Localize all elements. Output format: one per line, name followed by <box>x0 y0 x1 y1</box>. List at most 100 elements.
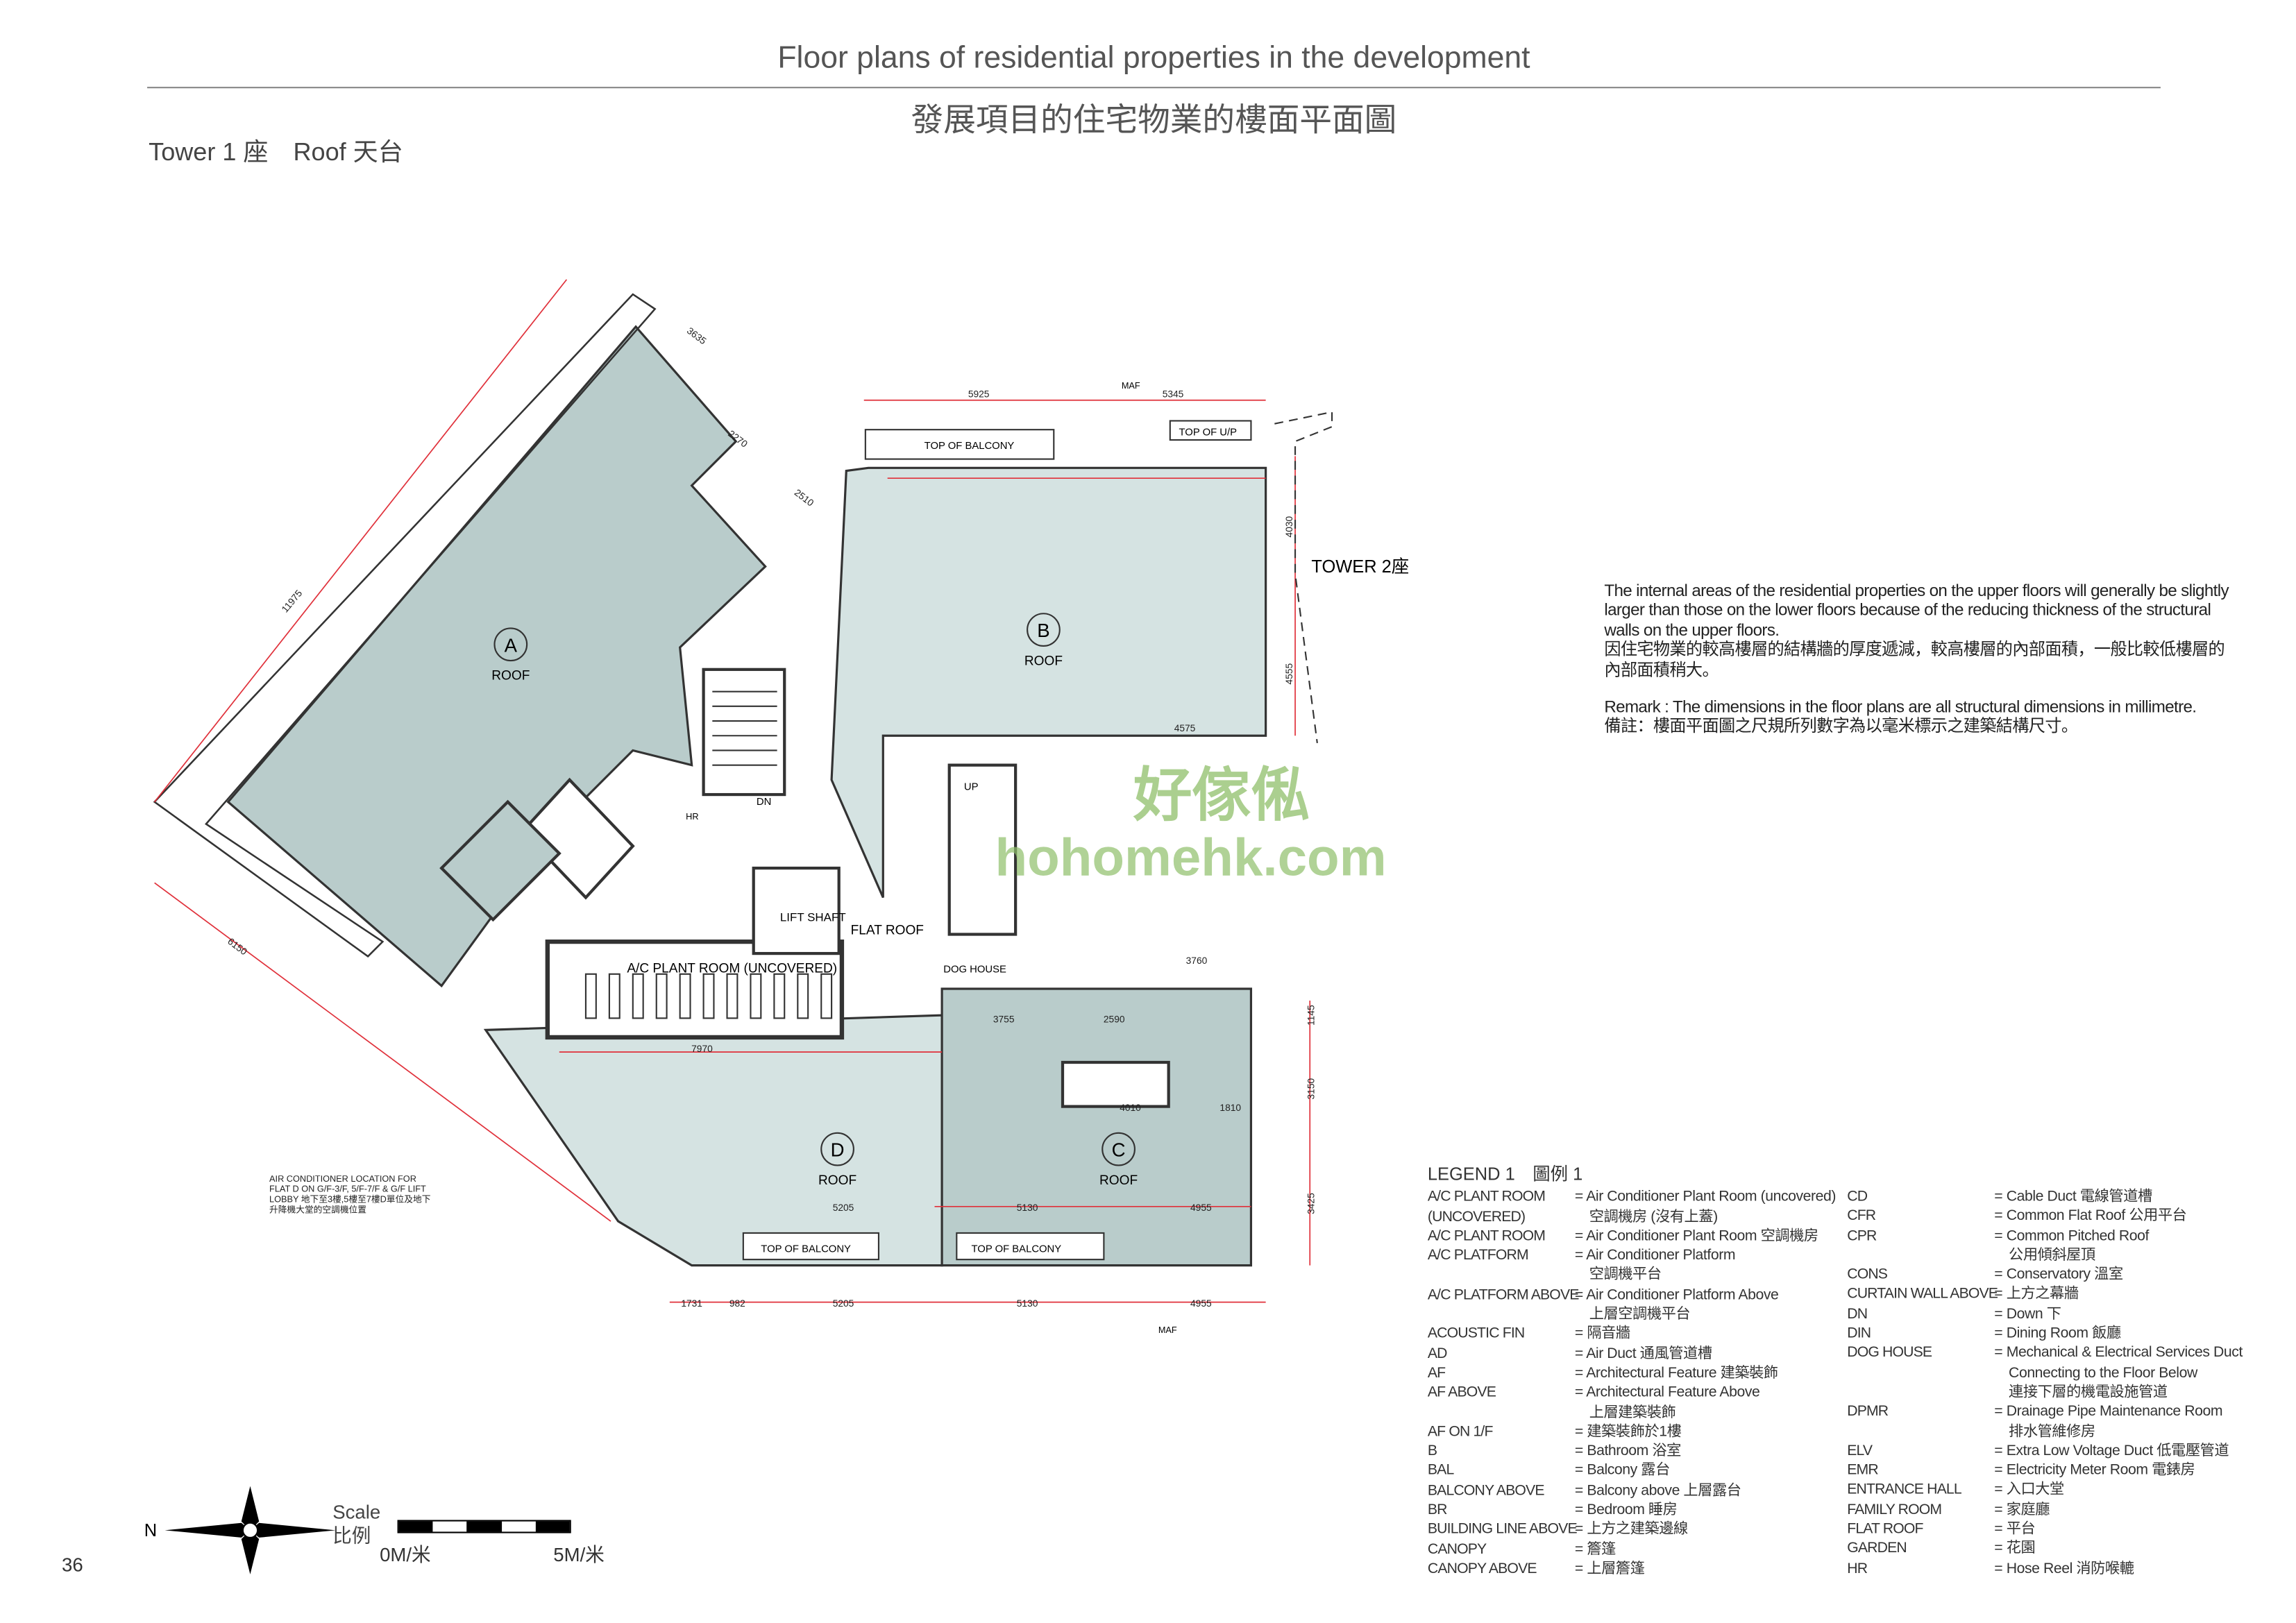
legend-definition: = Cable Duct 電線管道槽 <box>1994 1189 2152 1205</box>
legend-item: AF ABOVE= Architectural Feature Above <box>1428 1384 1836 1403</box>
legend-definition: 連接下層的機電設施管道 <box>1994 1384 2168 1401</box>
ac-plant-room-label: A/C PLANT ROOM (UNCOVERED) <box>627 962 837 976</box>
legend-definition: = 建築裝飾於1樓 <box>1574 1424 1682 1441</box>
notes: The internal areas of the residential pr… <box>1604 583 2237 756</box>
ac-location-note: AIR CONDITIONER LOCATION FOR FLAT D ON G… <box>269 1175 431 1216</box>
legend-term <box>1428 1403 1575 1422</box>
roof-c-area <box>940 987 1253 1267</box>
dim-label: 7970 <box>691 1044 713 1054</box>
legend-item: AF ON 1/F= 建築裝飾於1樓 <box>1428 1422 1836 1442</box>
dim-label: 5130 <box>1017 1203 1038 1213</box>
legend-item: CANOPY= 簷篷 <box>1428 1540 1836 1559</box>
dim-label: 6150 <box>226 936 249 958</box>
legend-definition: = Common Flat Roof 公用平台 <box>1994 1208 2187 1225</box>
dim-label: 4010 <box>1120 1103 1141 1113</box>
legend-definition: = 家庭廳 <box>1994 1502 2050 1518</box>
legend-item: CURTAIN WALL ABOVE= 上方之幕牆 <box>1847 1285 2243 1305</box>
dim-label: 1810 <box>1219 1103 1241 1113</box>
dim-label: 1145 <box>1306 1005 1317 1026</box>
legend-term: BUILDING LINE ABOVE <box>1427 1522 1578 1538</box>
legend-term <box>1847 1363 1994 1383</box>
legend-item: DPMR= Drainage Pipe Maintenance Room <box>1847 1402 2243 1422</box>
title-divider <box>147 87 2161 89</box>
legend-item: A/C PLANT ROOM= Air Conditioner Plant Ro… <box>1428 1188 1837 1207</box>
scale-end: 5M/米 <box>553 1543 605 1566</box>
legend-item: 上層空調機平台 <box>1428 1305 1836 1325</box>
legend-term: BAL <box>1427 1463 1454 1480</box>
top-balcony-label-d: TOP OF BALCONY <box>761 1244 851 1255</box>
note-remark-zh: 備註：樓面平面圖之尺規所列數字為以毫米標示之建築結構尺寸。 <box>1604 718 2078 737</box>
page-title-zh: 發展項目的住宅物業的樓面平面圖 <box>911 101 1397 139</box>
dim-label: 5130 <box>1017 1298 1038 1309</box>
dn-label: DN <box>757 797 771 808</box>
watermark-en: hohomehk.com <box>995 826 1387 887</box>
scale-label: Scale 比例 <box>332 1500 381 1547</box>
top-balcony-label: TOP OF BALCONY <box>925 441 1015 452</box>
legend-term <box>1847 1383 1994 1402</box>
legend-term: CANOPY ABOVE <box>1427 1561 1537 1578</box>
dim-label: 4575 <box>1174 723 1196 733</box>
page-title: Floor plans of residential properties in… <box>777 41 1530 76</box>
legend-term: DIN <box>1847 1325 1871 1343</box>
dim-label: 11975 <box>280 588 305 614</box>
plan-subtitle: Tower 1 座 Roof 天台 <box>149 138 403 167</box>
legend-term <box>1428 1266 1575 1286</box>
dog-house-label: DOG HOUSE <box>943 965 1006 976</box>
legend-item: DOG HOUSE= Mechanical & Electrical Servi… <box>1847 1344 2243 1363</box>
legend-item: (UNCOVERED) 空調機房 (沒有上蓋) <box>1428 1207 1836 1227</box>
legend-title: LEGEND 1 圖例 1 <box>1427 1164 1583 1185</box>
legend-term: BALCONY ABOVE <box>1427 1482 1545 1499</box>
dim-label: 3150 <box>1306 1078 1317 1100</box>
legend-term: A/C PLATFORM ABOVE <box>1427 1286 1579 1304</box>
scale-start: 0M/米 <box>380 1543 431 1566</box>
legend-definition: 空調機房 (沒有上蓋) <box>1574 1209 1718 1225</box>
legend-definition: = Air Duct 通風管道槽 <box>1574 1345 1712 1362</box>
roof-b-label: ROOF <box>1024 654 1063 668</box>
legend-term: ENTRANCE HALL <box>1847 1482 1961 1499</box>
legend-term: (UNCOVERED) <box>1427 1209 1526 1225</box>
dim-label: 2510 <box>793 487 816 509</box>
flat-roof-label: FLAT ROOF <box>851 924 924 938</box>
roof-d-label: ROOF <box>818 1173 856 1188</box>
legend-definition: = Bathroom 浴室 <box>1574 1443 1681 1460</box>
dim-label: 1731 <box>681 1298 702 1309</box>
legend-item: 公用傾斜屋頂 <box>1847 1246 2243 1266</box>
dim-label: 3755 <box>993 1014 1015 1025</box>
legend-item: ENTRANCE HALL= 入口大堂 <box>1847 1481 2243 1500</box>
legend-item: BUILDING LINE ABOVE= 上方之建築邊線 <box>1428 1520 1836 1540</box>
legend-term <box>1428 1305 1575 1325</box>
legend-item: GARDEN= 花園 <box>1847 1540 2243 1559</box>
legend-term: CD <box>1847 1189 1868 1205</box>
legend-definition: 上層建築裝飾 <box>1574 1404 1676 1421</box>
note-internal-areas-en: The internal areas of the residential pr… <box>1604 582 2229 640</box>
legend-item: EMR= Electricity Meter Room 電錶房 <box>1847 1461 2243 1481</box>
legend-term: EMR <box>1847 1463 1878 1479</box>
legend-term: CURTAIN WALL ABOVE <box>1847 1286 1998 1303</box>
legend-definition: = Balcony 露台 <box>1574 1463 1670 1480</box>
legend-definition: = Hose Reel 消防喉轆 <box>1994 1561 2134 1577</box>
legend-definition: = Extra Low Voltage Duct 低電壓管道 <box>1994 1443 2229 1460</box>
watermark-zh: 好傢俬 <box>1133 763 1310 829</box>
dim-label: 5205 <box>833 1203 854 1213</box>
legend-definition: = Architectural Feature 建築裝飾 <box>1574 1365 1778 1382</box>
page-number: 36 <box>62 1554 83 1577</box>
legend-item: HR= Hose Reel 消防喉轆 <box>1847 1559 2243 1579</box>
roof-c-id: C <box>1112 1139 1126 1161</box>
legend-term: CONS <box>1847 1267 1888 1284</box>
legend-definition: = Air Conditioner Plant Room 空調機房 <box>1574 1228 1818 1245</box>
legend-item: BALCONY ABOVE= Balcony above 上層露台 <box>1428 1481 1836 1501</box>
legend-item: FLAT ROOF= 平台 <box>1847 1520 2243 1540</box>
dim-label: 5925 <box>968 389 990 400</box>
legend-definition: = Air Conditioner Platform <box>1574 1248 1736 1264</box>
legend-item: A/C PLATFORM ABOVE= Air Conditioner Plat… <box>1428 1286 1836 1305</box>
legend-term: DN <box>1847 1306 1868 1323</box>
legend-definition: = 簷篷 <box>1574 1541 1616 1558</box>
legend-definition: 空調機平台 <box>1574 1267 1662 1284</box>
dim-label: 4955 <box>1190 1203 1212 1213</box>
legend-definition: 排水管維修房 <box>1994 1423 2095 1441</box>
legend-item: 連接下層的機電設施管道 <box>1847 1383 2243 1402</box>
legend-item: ELV= Extra Low Voltage Duct 低電壓管道 <box>1847 1442 2243 1461</box>
roof-d-area <box>483 1014 943 1267</box>
